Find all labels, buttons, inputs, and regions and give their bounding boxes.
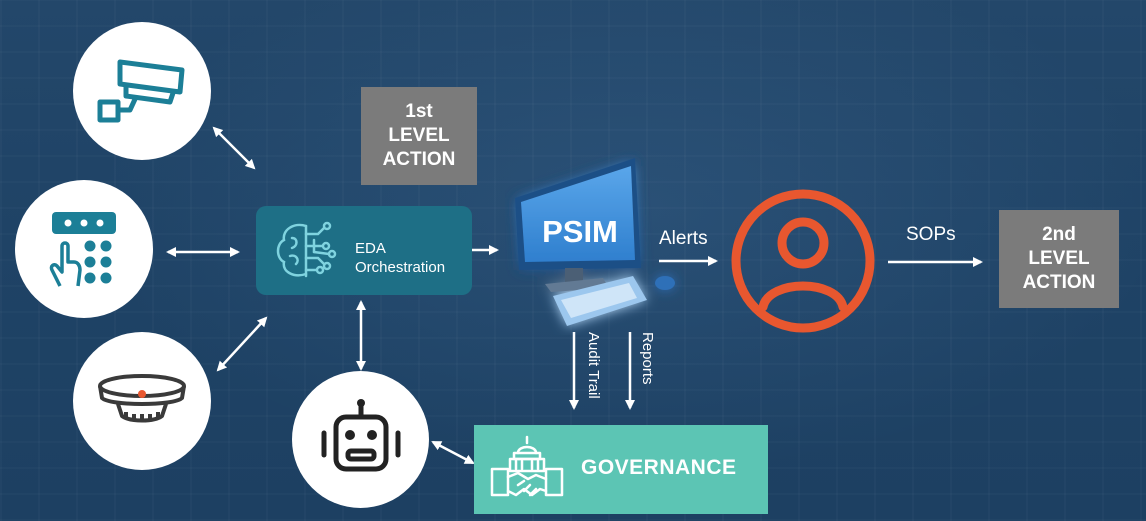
computer-monitor-icon <box>515 158 675 326</box>
first-level-action-label: 1st LEVEL ACTION <box>382 101 456 170</box>
sops-label: SOPs <box>906 224 956 245</box>
robot-icon <box>321 398 400 471</box>
psim-label: PSIM <box>542 214 618 249</box>
operator-person-icon <box>731 189 875 333</box>
eda-orchestration-box: EDA Orchestration <box>256 206 472 295</box>
arrow-detector-eda <box>216 316 268 372</box>
arrow-camera-eda <box>212 126 256 170</box>
robot-node <box>292 371 429 508</box>
smoke-detector-icon <box>98 374 186 423</box>
reports-label: Reports <box>639 332 656 385</box>
second-level-action-label: 2nd LEVEL ACTION <box>1022 224 1096 293</box>
second-level-action-box: 2nd LEVEL ACTION <box>999 210 1119 308</box>
brain-circuit-icon <box>276 221 337 278</box>
keypad-node <box>15 180 153 318</box>
audit-trail-label: Audit Trail <box>585 332 602 399</box>
keypad-access-icon <box>49 212 116 287</box>
eda-label: EDA Orchestration <box>355 240 446 276</box>
governance-box: GOVERNANCE <box>474 425 768 514</box>
alerts-label: Alerts <box>659 228 708 249</box>
capitol-handshake-icon <box>490 435 564 497</box>
arrow-robot-governance <box>431 440 475 465</box>
first-level-action-box: 1st LEVEL ACTION <box>361 87 477 185</box>
security-camera-icon <box>97 59 185 123</box>
governance-label: GOVERNANCE <box>581 456 737 479</box>
camera-node <box>73 22 211 160</box>
detector-node <box>73 332 211 470</box>
